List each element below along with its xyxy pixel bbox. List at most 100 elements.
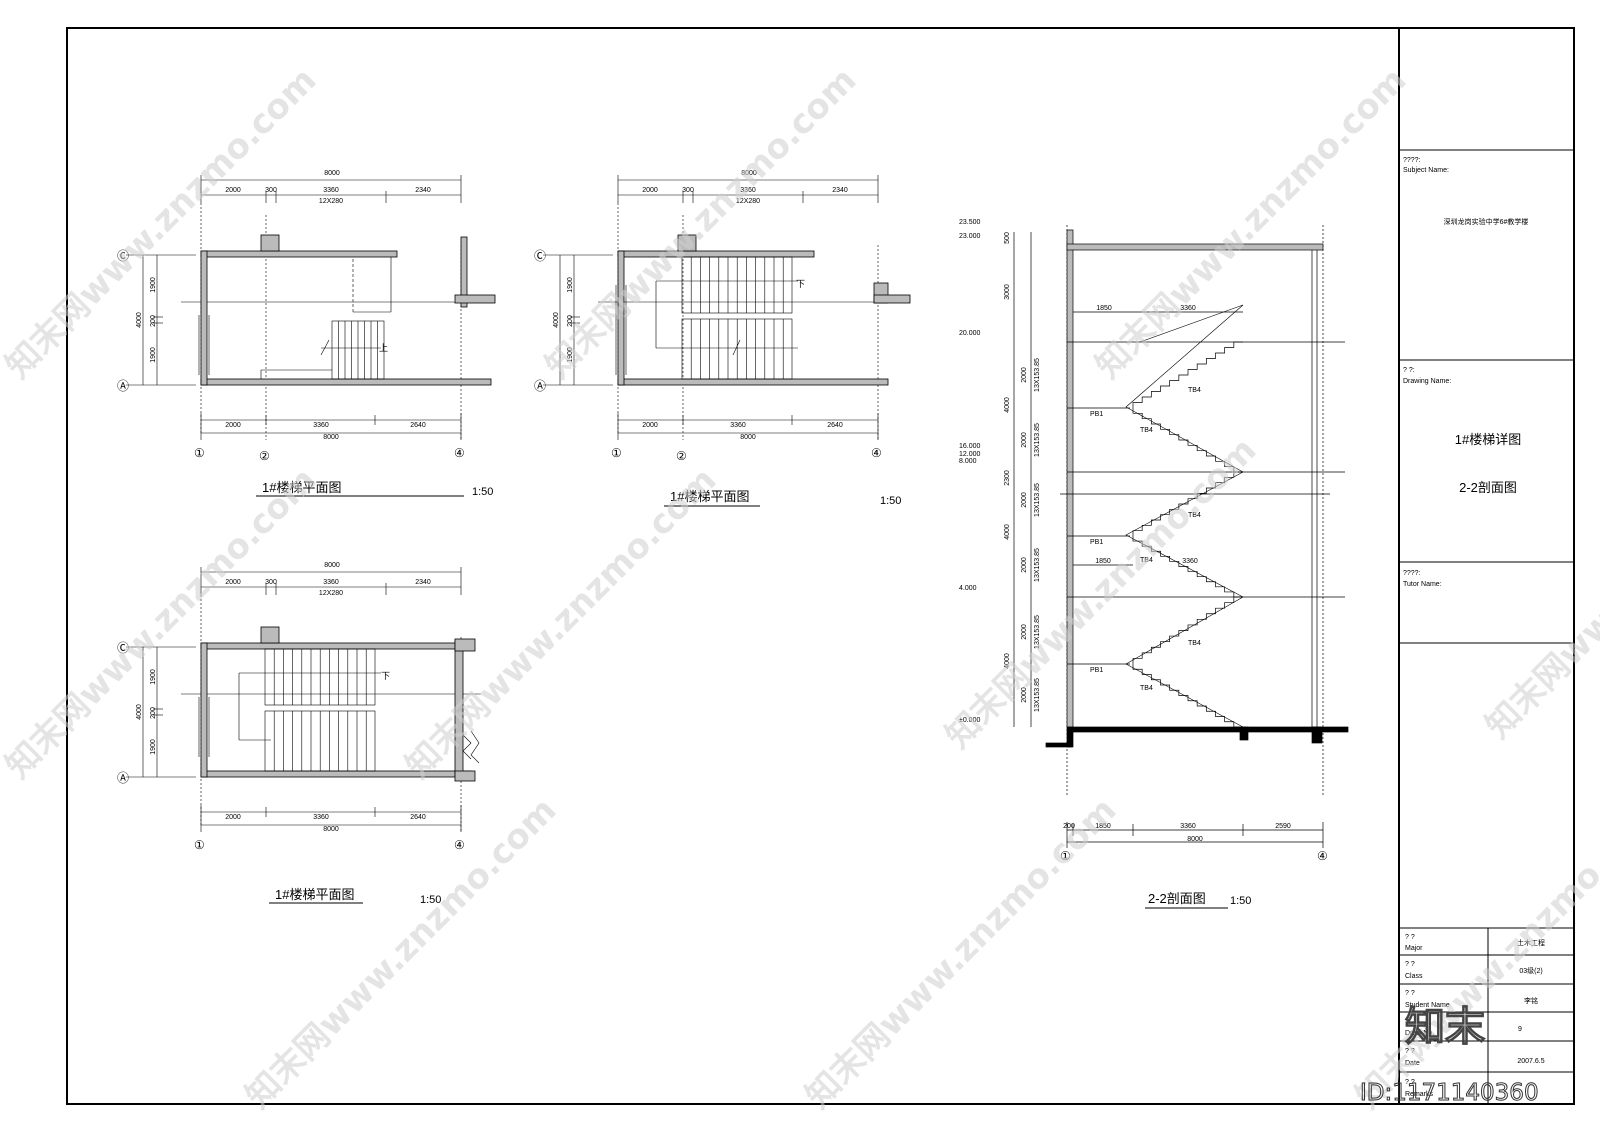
section-vdim-3: 4000 [1004, 397, 1011, 413]
plan-b-dim-left-0: 1900 [567, 277, 574, 293]
drawno-label-en: Draw No. [1405, 1030, 1434, 1037]
plan-a-axis-a: Ⓐ [117, 379, 129, 393]
section-vdim-1: 3000 [1004, 284, 1011, 300]
watermark-text-5: 知末网www.znzmo.com [398, 460, 724, 786]
section-axis-4: ④ [1317, 849, 1328, 863]
plan-a-dim-left-1: 200 [150, 315, 157, 327]
watermark-text-10: 知末网www.znzmo.com [1478, 420, 1600, 746]
plan-a-dim-bot-2: 2640 [410, 422, 426, 429]
section-vdim-5: 2300 [1004, 470, 1011, 486]
class-label-cn: ? ? [1405, 961, 1415, 968]
plan-b-dim-left-2: 1900 [567, 347, 574, 363]
section-riser-note-4: 13X153.85 [1034, 615, 1041, 649]
student-label-cn: ? ? [1405, 990, 1415, 997]
date-label-en: Date [1405, 1060, 1420, 1067]
watermark-text-7: 知末网www.znzmo.com [238, 790, 564, 1116]
section-dim-bot-0: 200 [1063, 823, 1075, 830]
watermark-text-3: 知末网www.znzmo.com [1088, 60, 1414, 386]
plan-c-dim-left-2: 1900 [150, 739, 157, 755]
major-label-en: Major [1405, 945, 1423, 952]
plan-c-title: 1#楼梯平面图 [275, 887, 354, 902]
plan-a-dim-bot-total: 8000 [323, 434, 339, 441]
tutor-label-cn: ????: [1403, 570, 1421, 577]
stair-flight [1132, 408, 1243, 473]
plan-b: 8000 2000 300 3360 2340 12X280 2000 3360… [534, 170, 911, 507]
stair-flight [1132, 536, 1243, 598]
plan-c-dim-top-2: 3360 [323, 579, 339, 586]
plan-a-scale: 1:50 [472, 486, 493, 498]
plan-a-arrow-label: 上 [379, 343, 388, 353]
plan-a-dim-bot-1: 3360 [313, 422, 329, 429]
plan-b-dim-bot-2: 2640 [827, 422, 843, 429]
section-vdim-9: 2000 [1021, 624, 1028, 640]
section-label-tb4-1: TB4 [1140, 427, 1153, 434]
plan-c-dim-left-0: 1900 [150, 669, 157, 685]
class-value: 03级(2) [1519, 966, 1542, 975]
plan-c-dim-left-1: 200 [150, 707, 157, 719]
plan-c-dim-bot-total: 8000 [323, 826, 339, 833]
section-label-pb1-0: PB1 [1090, 411, 1103, 418]
section-dim-mid: 1850 [1095, 558, 1111, 565]
title-block [1398, 28, 1574, 1104]
sheet-border [66, 27, 1575, 1105]
section-elev-2: 20.000 [959, 330, 981, 337]
plan-a-dim-bot-0: 2000 [225, 422, 241, 429]
plan-a-axis-4: ④ [454, 446, 465, 460]
plan-b-dim-bot-0: 2000 [642, 422, 658, 429]
plan-c-axis-c: Ⓒ [117, 641, 129, 655]
section-elev-0: 23.500 [959, 219, 981, 226]
plan-a-dim-left-total: 4000 [136, 312, 143, 328]
plan-c-axis-1: ① [194, 838, 205, 852]
section-elev-6: 4.000 [959, 585, 977, 592]
plan-a-dim-top-0: 2000 [225, 187, 241, 194]
plan-c-dim-top-3: 2340 [415, 579, 431, 586]
watermark-text-4: 知末网www.znzmo.com [0, 460, 324, 786]
section-elev-5: 8.000 [959, 458, 977, 465]
section-title: 2-2剖面图 [1148, 891, 1206, 906]
class-label-en: Class [1405, 973, 1423, 980]
section-vdim-7: 4000 [1004, 524, 1011, 540]
plan-a: 8000 2000 300 3360 2340 12X280 2000 3360… [117, 170, 496, 498]
section-dim-mid-2: 3360 [1182, 558, 1198, 565]
section-dim-bot-3: 2590 [1275, 823, 1291, 830]
major-label-cn: ? ? [1405, 934, 1415, 941]
section-riser-note-0: 13X153.85 [1034, 358, 1041, 392]
watermark-id: ID:1171140360 [1360, 1080, 1539, 1106]
date-value: 2007.6.5 [1517, 1058, 1544, 1065]
plan-b-axis-4: ④ [871, 446, 882, 460]
plan-c-dim-top-0: 2000 [225, 579, 241, 586]
plan-b-axis-a: Ⓐ [534, 379, 546, 393]
section-vdim-8: 2000 [1021, 557, 1028, 573]
section-vertical-dims: 500 3000 2000 4000 2000 2300 2000 4000 2… [1004, 232, 1041, 712]
plan-a-dim-total: 8000 [324, 170, 340, 177]
plan-c-dim-bot-1: 3360 [313, 814, 329, 821]
plan-a-axis-2: ② [259, 449, 270, 463]
plan-b-dim-top-1: 300 [682, 187, 694, 194]
plan-b-axis-1: ① [611, 446, 622, 460]
remarks-label-en: Remarks [1405, 1091, 1434, 1098]
plan-c-dim-bot-0: 2000 [225, 814, 241, 821]
plan-a-dim-top-3: 2340 [415, 187, 431, 194]
plan-c: 8000 2000 300 3360 2340 12X280 2000 3360… [117, 562, 481, 906]
watermark-logo: 知末 [1405, 1004, 1485, 1050]
section-label-pb1-2: PB1 [1090, 667, 1103, 674]
section-vdim-6: 2000 [1021, 492, 1028, 508]
plan-b-axis-2: ② [676, 449, 687, 463]
plan-a-dim-top-1: 300 [265, 187, 277, 194]
title-block-text: ????: Subject Name: 深圳龙岗实验中学6#教学楼 ? ?: D… [1403, 157, 1545, 1098]
section-riser-note-1: 13X153.85 [1034, 423, 1041, 457]
drawno-value: 9 [1518, 1026, 1522, 1033]
watermark-text-1: 知末网www.znzmo.com [0, 60, 324, 386]
stair-flight [1132, 341, 1243, 408]
plan-a-tread-note: 12X280 [319, 198, 343, 205]
section-vdim-4: 2000 [1021, 432, 1028, 448]
plan-c-tread-note: 12X280 [319, 590, 343, 597]
plan-b-dim-top-3: 2340 [832, 187, 848, 194]
plan-c-dim-total: 8000 [324, 562, 340, 569]
section-vdim-10: 4000 [1004, 653, 1011, 669]
plan-b-arrow-label: 下 [796, 279, 805, 289]
plan-c-scale: 1:50 [420, 894, 441, 906]
section-label-tb4-0: TB4 [1188, 387, 1201, 394]
plan-a-axis-1: ① [194, 446, 205, 460]
section-vdim-0: 500 [1004, 232, 1011, 244]
